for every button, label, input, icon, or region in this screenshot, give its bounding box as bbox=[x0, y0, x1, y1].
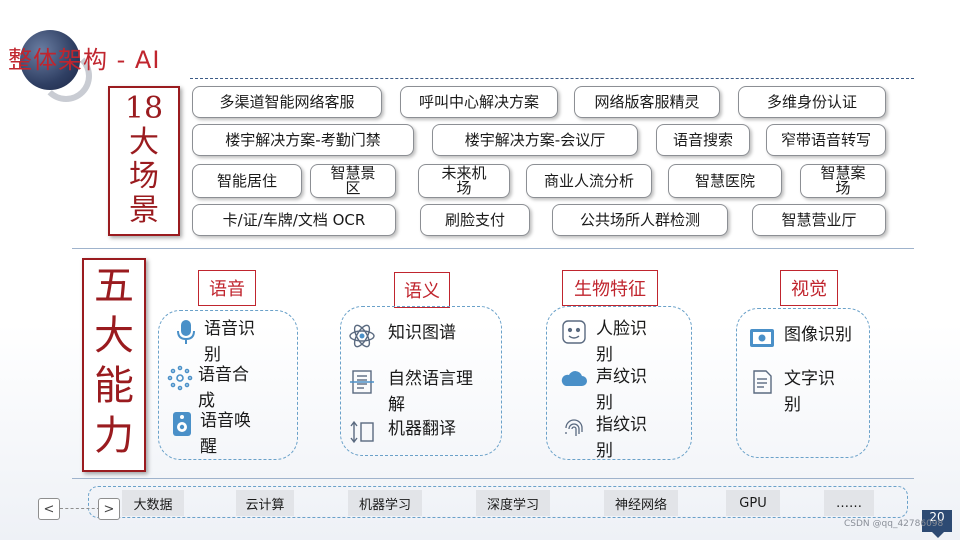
ability-group-speech bbox=[158, 310, 298, 460]
scenes-label-line: 场 bbox=[129, 159, 159, 194]
abilities-label-line: 大 bbox=[94, 313, 134, 359]
ability-item: 语音唤 醒 bbox=[168, 408, 251, 460]
scene-pill: 智慧景 区 bbox=[310, 164, 396, 198]
image-recognition-icon bbox=[750, 329, 774, 347]
foundation-chip: 机器学习 bbox=[348, 490, 422, 516]
ability-group-title: 生物特征 bbox=[562, 270, 658, 306]
scene-pill: 楼宇解决方案-会议厅 bbox=[432, 124, 638, 156]
scene-pill: 多渠道智能网络客服 bbox=[192, 86, 382, 118]
document-scan-icon bbox=[350, 370, 374, 394]
scenes-label-line: 18 bbox=[124, 91, 164, 126]
ability-item: 声纹识 别 bbox=[560, 364, 647, 416]
scene-pill: 窄带语音转写 bbox=[766, 124, 886, 156]
ability-item: 知识图谱 bbox=[348, 320, 456, 350]
ability-group-biometrics bbox=[546, 306, 692, 460]
next-slide-button[interactable]: > bbox=[98, 498, 120, 520]
section-divider bbox=[72, 248, 914, 249]
scenes-label: 18 大 场 景 bbox=[108, 86, 180, 236]
scene-pill: 多维身份认证 bbox=[738, 86, 886, 118]
scene-pill: 智慧案 场 bbox=[800, 164, 886, 198]
scene-pill: 卡/证/车牌/文档 OCR bbox=[192, 204, 396, 236]
face-icon bbox=[562, 320, 586, 344]
ability-group-title: 语义 bbox=[394, 272, 450, 308]
foundation-chip: GPU bbox=[726, 490, 780, 516]
microphone-icon bbox=[177, 320, 195, 344]
ability-item: 语音合 成 bbox=[166, 362, 249, 414]
abilities-label-line: 五 bbox=[94, 263, 134, 309]
ability-item: 指纹识 别 bbox=[560, 412, 647, 464]
fingerprint-icon bbox=[565, 419, 583, 436]
ability-group-vision bbox=[736, 308, 870, 458]
foundation-chip: 大数据 bbox=[122, 490, 184, 516]
foundation-chip: 云计算 bbox=[236, 490, 294, 516]
ability-item: 人脸识 别 bbox=[560, 316, 647, 368]
scene-pill: 公共场所人群检测 bbox=[552, 204, 728, 236]
abilities-label: 五 大 能 力 bbox=[82, 258, 146, 472]
page-title: 整体架构 - AI bbox=[8, 46, 161, 74]
scenes-label-line: 景 bbox=[129, 193, 159, 228]
voiceprint-cloud-icon bbox=[561, 371, 587, 386]
abilities-label-line: 能 bbox=[94, 363, 134, 409]
ability-item: 机器翻译 bbox=[348, 416, 456, 446]
section-divider bbox=[72, 478, 914, 479]
scene-pill: 智慧营业厅 bbox=[752, 204, 886, 236]
scene-pill: 智慧医院 bbox=[668, 164, 782, 198]
logo-ring bbox=[40, 50, 92, 102]
ability-item: 自然语言理 解 bbox=[348, 366, 473, 418]
scene-pill: 网络版客服精灵 bbox=[574, 86, 720, 118]
foundation-chip: 深度学习 bbox=[476, 490, 550, 516]
page-number-pointer bbox=[932, 532, 944, 538]
ability-item: 图像识别 bbox=[748, 322, 852, 352]
nav-connector bbox=[60, 508, 100, 509]
atom-icon bbox=[349, 324, 375, 348]
watermark: CSDN @qq_42786098 bbox=[844, 519, 944, 529]
scene-pill: 智能居住 bbox=[192, 164, 302, 198]
ability-group-title: 视觉 bbox=[780, 270, 838, 306]
page-number: 20 bbox=[922, 510, 952, 532]
speaker-icon bbox=[173, 412, 191, 436]
scene-pill: 刷脸支付 bbox=[420, 204, 530, 236]
text-document-icon bbox=[753, 370, 772, 394]
scene-pill: 商业人流分析 bbox=[526, 164, 652, 198]
scenes-label-line: 大 bbox=[129, 125, 159, 160]
ability-item: 语音识 别 bbox=[172, 316, 255, 368]
header-divider bbox=[190, 78, 914, 79]
scene-pill: 语音搜索 bbox=[656, 124, 750, 156]
scene-pill: 呼叫中心解决方案 bbox=[400, 86, 558, 118]
foundation-bar bbox=[88, 486, 908, 518]
prev-slide-button[interactable]: < bbox=[38, 498, 60, 520]
foundation-chip: 神经网络 bbox=[604, 490, 678, 516]
scene-pill: 未来机 场 bbox=[418, 164, 510, 198]
ability-group-title: 语音 bbox=[198, 270, 256, 306]
ability-group-semantics bbox=[340, 306, 502, 456]
abilities-label-line: 力 bbox=[94, 413, 134, 459]
speech-synthesis-icon bbox=[167, 365, 193, 391]
foundation-chip: …… bbox=[824, 490, 874, 516]
translate-icon bbox=[350, 420, 374, 444]
scene-pill: 楼宇解决方案-考勤门禁 bbox=[192, 124, 414, 156]
ability-item: 文字识 别 bbox=[748, 366, 835, 418]
